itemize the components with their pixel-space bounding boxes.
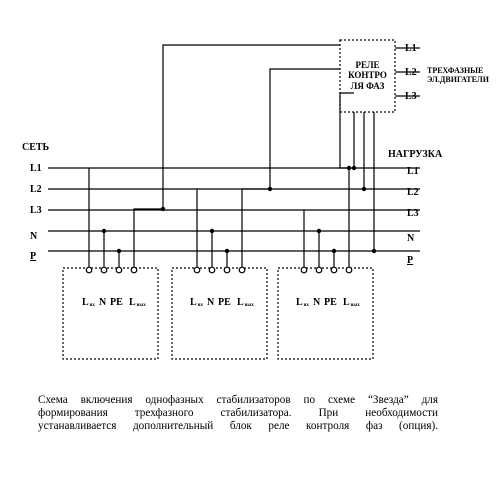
terminal-circle: [130, 266, 138, 274]
right-line-label: L1: [407, 166, 419, 177]
terminal-circle: [223, 266, 231, 274]
junction-dot: [160, 206, 166, 212]
caption-line: устанавливается дополнительный блок реле…: [38, 420, 438, 432]
terminal-circle: [315, 266, 323, 274]
stabilizer-2-box: [171, 267, 268, 360]
junction-dot: [101, 228, 107, 234]
stab1-lout-wire: [133, 44, 340, 268]
terminal-label: PE: [324, 297, 337, 308]
relay-output-label: L3: [405, 91, 417, 102]
junction-dot: [331, 248, 337, 254]
terminal-label: Lвых: [343, 297, 360, 308]
terminal-label: Lвых: [129, 297, 146, 308]
stabilizer-3-box: [277, 267, 374, 360]
relay-output-label: L2: [405, 67, 417, 78]
terminal-circle: [100, 266, 108, 274]
terminal-label: N: [99, 297, 107, 308]
relay-output-label: L1: [405, 43, 417, 54]
terminal-circle: [300, 266, 308, 274]
relay-box: [339, 39, 396, 113]
junction-dot: [316, 228, 322, 234]
left-line-label: L1: [30, 163, 42, 174]
junction-dot: [346, 165, 352, 171]
junction-dot: [267, 186, 273, 192]
left-line-label: P: [30, 251, 36, 262]
relay-label: ЛЯ ФАЗ: [351, 81, 385, 91]
terminal-circle: [208, 266, 216, 274]
load-label: НАГРУЗКА: [388, 149, 443, 160]
terminal-circle: [330, 266, 338, 274]
terminal-label: N: [313, 297, 321, 308]
terminal-label: Lвых: [237, 297, 254, 308]
terminal-label: PE: [110, 297, 123, 308]
stab3-lout-wire: [339, 92, 354, 268]
terminal-circle: [85, 266, 93, 274]
terminal-circle: [193, 266, 201, 274]
motors-label: ЭЛ.ДВИГАТЕЛИ: [427, 75, 490, 84]
terminal-circle: [345, 266, 353, 274]
caption-line: формирования трехфазного стабилизатора. …: [38, 407, 438, 419]
left-line-label: L2: [30, 184, 42, 195]
terminal-label: N: [207, 297, 215, 308]
diagram-caption: Схема включения однофазных стабилизаторо…: [38, 394, 438, 433]
motors-label: ТРЕХФАЗНЫЕ: [427, 66, 483, 75]
terminal-label: Lвх: [296, 297, 309, 308]
right-line-label: P: [407, 255, 413, 266]
junction-dot: [351, 165, 357, 171]
junction-dot: [224, 248, 230, 254]
stabilizer-1-box: [62, 267, 159, 360]
relay-label: КОНТРО: [348, 70, 387, 80]
junction-dot: [116, 248, 122, 254]
junction-dot: [371, 248, 377, 254]
right-line-label: L2: [407, 187, 419, 198]
caption-line: Схема включения однофазных стабилизаторо…: [38, 394, 438, 406]
left-line-label: L3: [30, 205, 42, 216]
terminal-label: Lвх: [190, 297, 203, 308]
terminal-circle: [115, 266, 123, 274]
right-line-label: L3: [407, 208, 419, 219]
terminal-label: PE: [218, 297, 231, 308]
terminal-label: Lвх: [82, 297, 95, 308]
source-label: СЕТЬ: [22, 142, 50, 153]
left-line-label: N: [30, 231, 38, 242]
terminal-circle: [238, 266, 246, 274]
right-line-label: N: [407, 233, 415, 244]
junction-dot: [209, 228, 215, 234]
relay-label: РЕЛЕ: [355, 60, 379, 70]
junction-dot: [361, 186, 367, 192]
